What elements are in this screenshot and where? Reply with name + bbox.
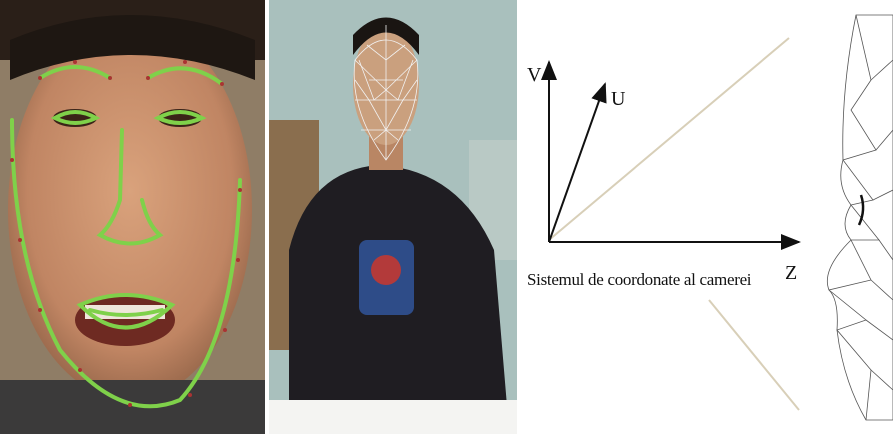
wireframe-head bbox=[826, 14, 893, 421]
webcam-mesh-photo bbox=[269, 0, 517, 434]
camera-coordinate-diagram: V U Z Sistemul de coordonate al camerei bbox=[521, 0, 893, 434]
face-landmarks-photo bbox=[0, 0, 265, 434]
coordinate-system-caption: Sistemul de coordonate al camerei bbox=[527, 270, 752, 289]
landmark-points bbox=[10, 60, 242, 407]
axis-v-label: V bbox=[527, 64, 542, 86]
landmark-lines bbox=[10, 65, 242, 409]
axis-u-label: U bbox=[611, 88, 626, 110]
face-mesh bbox=[353, 25, 419, 161]
axis-z-label: Z bbox=[785, 262, 798, 284]
coordinate-axes bbox=[541, 14, 893, 421]
